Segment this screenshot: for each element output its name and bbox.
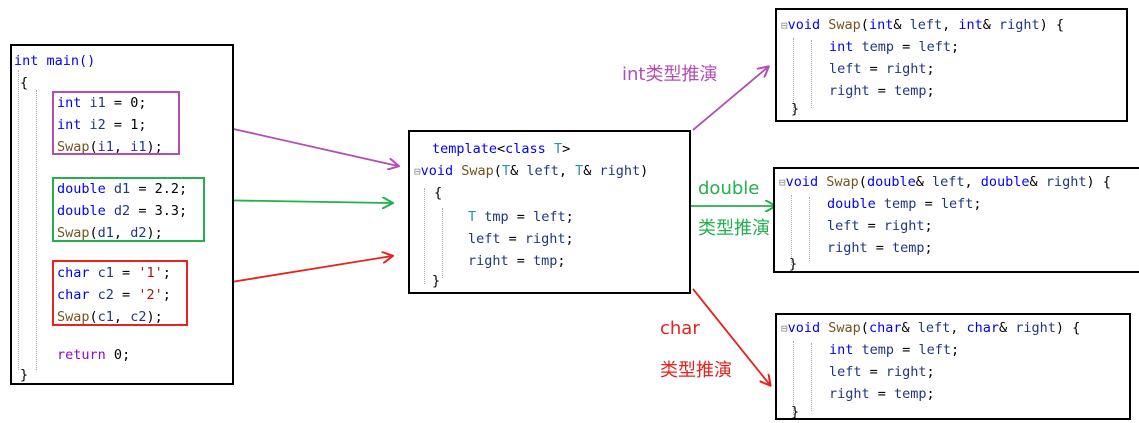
int-swap-signature: ⊟void Swap(int& left, int& right) { — [781, 17, 1065, 33]
int-decl-2: int i2 = 1; — [57, 117, 147, 133]
main-signature: int main() — [14, 50, 95, 72]
char-deduction-label-1: char — [660, 318, 700, 339]
double-decl-1: double d1 = 2.2; — [57, 181, 188, 197]
main-close-brace: } — [20, 367, 29, 383]
arrow-template-to-int — [692, 67, 768, 131]
double-swap-box: ⊟void Swap(double& left, double& right) … — [773, 167, 1139, 273]
double-swap-signature: ⊟void Swap(double& left, double& right) … — [779, 174, 1111, 190]
template-line-tmp: T tmp = left; — [468, 209, 574, 225]
double-swap-line-2: left = right; — [827, 218, 933, 234]
double-decl-2: double d2 = 3.3; — [57, 203, 188, 219]
return-statement: return 0; — [57, 347, 131, 363]
template-code-box: template<class T> ⊟void Swap(T& left, T&… — [408, 130, 691, 294]
char-call-group — [52, 260, 188, 326]
char-swap-close: } — [791, 404, 800, 420]
arrow-double-to-template — [204, 200, 392, 203]
int-swap-line-1: int temp = left; — [829, 39, 960, 55]
arrow-template-to-char — [692, 288, 770, 385]
double-swap-line-1: double temp = left; — [827, 196, 982, 212]
char-swap-line-3: right = temp; — [829, 386, 935, 402]
int-deduction-label: int类型推演 — [622, 64, 718, 85]
int-swap-close: } — [791, 101, 800, 117]
int-swap-call: Swap(i1, i1); — [57, 139, 163, 155]
char-swap-line-1: int temp = left; — [829, 342, 960, 358]
main-signature-text: int main() — [14, 53, 96, 69]
char-swap-box: ⊟void Swap(char& left, char& right) { in… — [775, 313, 1131, 420]
double-swap-line-3: right = temp; — [827, 240, 933, 256]
int-swap-box: ⊟void Swap(int& left, int& right) { int … — [775, 8, 1128, 122]
main-code-box: int main() { int i1 = 0; int i2 = 1; Swa… — [10, 44, 234, 385]
template-decl: template<class T> — [432, 141, 571, 157]
double-swap-close: } — [789, 256, 798, 272]
template-open-brace: { — [434, 185, 443, 201]
template-signature: ⊟void Swap(T& left, T& right) — [414, 163, 649, 179]
int-decl-1: int i1 = 0; — [57, 95, 147, 111]
char-decl-2: char c2 = '2'; — [57, 287, 171, 303]
double-call-group — [52, 177, 205, 242]
template-line-left: left = right; — [468, 231, 574, 247]
char-swap-line-2: left = right; — [829, 364, 935, 380]
template-close-brace: } — [432, 273, 441, 289]
char-deduction-label-2: 类型推演 — [660, 360, 732, 381]
main-open-brace: { — [20, 75, 29, 91]
char-swap-signature: ⊟void Swap(char& left, char& right) { — [781, 320, 1081, 336]
int-swap-line-3: right = temp; — [829, 83, 935, 99]
double-deduction-label-1: double — [698, 178, 760, 199]
double-deduction-label-2: 类型推演 — [698, 218, 770, 239]
int-call-group — [52, 91, 180, 155]
int-swap-line-2: left = right; — [829, 61, 935, 77]
double-swap-call: Swap(d1, d2); — [57, 225, 163, 241]
char-decl-1: char c1 = '1'; — [57, 265, 171, 281]
char-swap-call: Swap(c1, c2); — [57, 309, 163, 325]
template-line-right: right = tmp; — [468, 253, 566, 269]
